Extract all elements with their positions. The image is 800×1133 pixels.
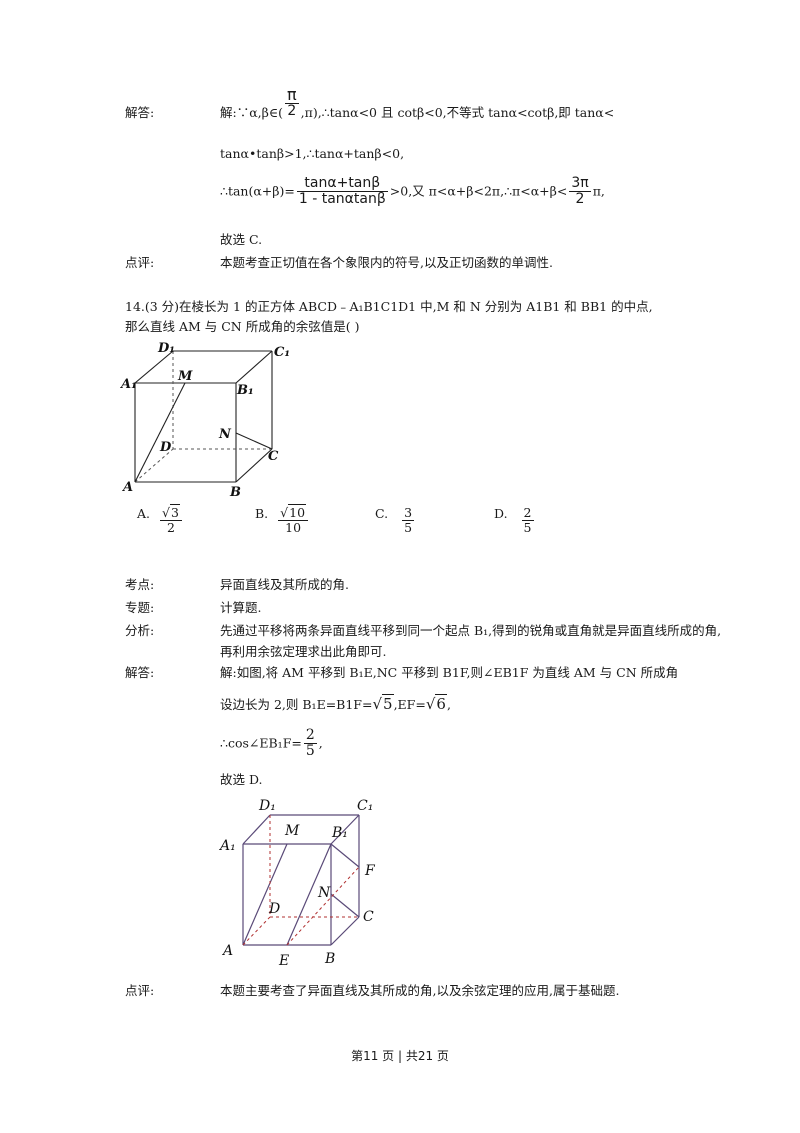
q13-line1-post: ,π),∴tanα<0 且 cotβ<0,不等式 tanα<cotβ,即 tan… (300, 105, 615, 120)
q14-title-line2: 那么直线 AM 与 CN 所成角的余弦值是( ) (125, 319, 360, 334)
fig2-label-b1: B₁ (331, 825, 348, 841)
comment-label: 点评: (125, 255, 155, 270)
fig2-label-c1: C₁ (357, 798, 373, 814)
option-a-letter: A. (137, 506, 151, 521)
edge2-ad-hidden (242, 916, 271, 946)
jieda-label: 解答: (125, 665, 155, 680)
q14-title-line1: 14.(3 分)在棱长为 1 的正方体 ABCD﹣A₁B1C1D1 中,M 和 … (125, 299, 653, 314)
option-d[interactable]: D. 2 5 (494, 506, 536, 535)
jieda-line4: 故选 D. (220, 772, 263, 787)
fig1-label-c1: C₁ (274, 345, 290, 360)
line2-b1e (286, 843, 332, 946)
q13-line3-pre: ∴tan(α+β)= (220, 183, 295, 199)
edge2-b1c1 (330, 814, 360, 845)
jieda-line2: 设边长为 2,则 B₁E=B1F=√5,EF=√6, (220, 694, 451, 713)
jieda-line2-mid: ,EF= (393, 697, 426, 712)
line2-am (242, 843, 288, 946)
fig2-label-e: E (278, 953, 289, 969)
option-c-fraction: 3 5 (402, 505, 415, 535)
jieda-line2-pre: 设边长为 2,则 B₁E=B1F= (220, 697, 373, 712)
fig1-label-a: A (121, 480, 133, 495)
edge-b1c1 (235, 350, 273, 384)
q13-line1-pre: 解:∵α,β∈( (220, 105, 283, 120)
line2-ef-hidden (286, 866, 360, 946)
zhuanti-text: 计算题. (220, 600, 262, 615)
q13-comment: 本题考查正切值在各个象限内的符号,以及正切函数的单调性. (220, 255, 553, 270)
q13-line3-mid: >0,又 π<α+β<2π,∴π<α+β< (389, 183, 568, 199)
fenxi-line2: 再利用余弦定理求出此角即可. (220, 644, 387, 659)
option-d-letter: D. (494, 506, 508, 521)
fig1-label-d: D (159, 440, 172, 455)
edge-bc (235, 448, 273, 483)
option-b[interactable]: B. √10 10 (255, 504, 310, 535)
kaodian-text: 异面直线及其所成的角. (220, 577, 349, 592)
edge-a1d1 (134, 350, 174, 384)
page-footer: 第11 页 | 共21 页 (351, 1049, 449, 1063)
fig2-label-d: D (268, 901, 280, 917)
sqrt-5: √5 (372, 694, 394, 713)
option-c-letter: C. (375, 506, 389, 521)
fig2-label-n: N (317, 885, 331, 901)
zhuanti-label: 专题: (125, 600, 155, 615)
fig2-label-f: F (364, 863, 376, 879)
q13-answer-line2: tanα•tanβ>1,∴tanα+tanβ<0, (220, 146, 405, 161)
line-nc (235, 432, 273, 450)
sqrt-symbol: √10 (280, 504, 307, 520)
fig1-label-b1: B₁ (236, 383, 254, 398)
sqrt-symbol: √3 (162, 504, 180, 520)
line-am (134, 382, 186, 483)
jieda-line2-post: , (446, 697, 451, 712)
jieda-line3-post: , (318, 735, 323, 751)
edge2-a1d1 (242, 814, 271, 845)
line2-nc (330, 893, 360, 918)
option-b-letter: B. (255, 506, 269, 521)
fig1-label-b: B (229, 485, 241, 500)
fig2-label-b: B (324, 951, 335, 967)
edge2-bc (330, 916, 360, 946)
jieda-line3-pre: ∴cos∠EB₁F= (220, 735, 302, 751)
sqrt-6: √6 (425, 694, 447, 713)
fig1-label-c: C (268, 449, 279, 464)
fig2-label-c: C (363, 909, 374, 925)
edge-ad-hidden (134, 448, 174, 483)
option-c[interactable]: C. 3 5 (375, 506, 416, 535)
fig1-label-a1: A₁ (119, 377, 137, 392)
q13-answer-line4: 故选 C. (220, 232, 263, 247)
fig2-label-m: M (284, 823, 300, 839)
q13-line3-post: π, (592, 183, 605, 199)
option-d-fraction: 2 5 (521, 505, 534, 535)
fig2-label-d1: D₁ (258, 798, 276, 814)
fig1-label-d1: D₁ (157, 341, 175, 356)
option-b-fraction: √10 10 (278, 504, 309, 535)
cube-figure-2: D₁ C₁ A₁ M B₁ F N D C A E B (218, 798, 376, 969)
option-a-fraction: √3 2 (160, 504, 182, 535)
q14-comment: 本题主要考查了异面直线及其所成的角,以及余弦定理的应用,属于基础题. (220, 983, 620, 998)
fig2-label-a1: A₁ (218, 838, 236, 854)
cube-figure-1: D₁ C₁ A₁ M B₁ N D C A B (119, 341, 290, 500)
answer-label: 解答: (125, 105, 155, 120)
fenxi-line1: 先通过平移将两条异面直线平移到同一个起点 B₁,得到的锐角或直角就是异面直线所成… (220, 623, 722, 638)
jieda-line1: 解:如图,将 AM 平移到 B₁E,NC 平移到 B1F,则∠EB1F 为直线 … (220, 665, 679, 680)
kaodian-label: 考点: (125, 577, 155, 592)
fig2-label-a: A (221, 943, 233, 959)
line2-b1f (330, 843, 360, 868)
option-a[interactable]: A. √3 2 (137, 504, 184, 535)
fig1-label-m: M (177, 369, 193, 384)
fenxi-label: 分析: (125, 623, 155, 638)
fig1-label-n: N (218, 427, 232, 442)
comment-label-q14: 点评: (125, 983, 155, 998)
